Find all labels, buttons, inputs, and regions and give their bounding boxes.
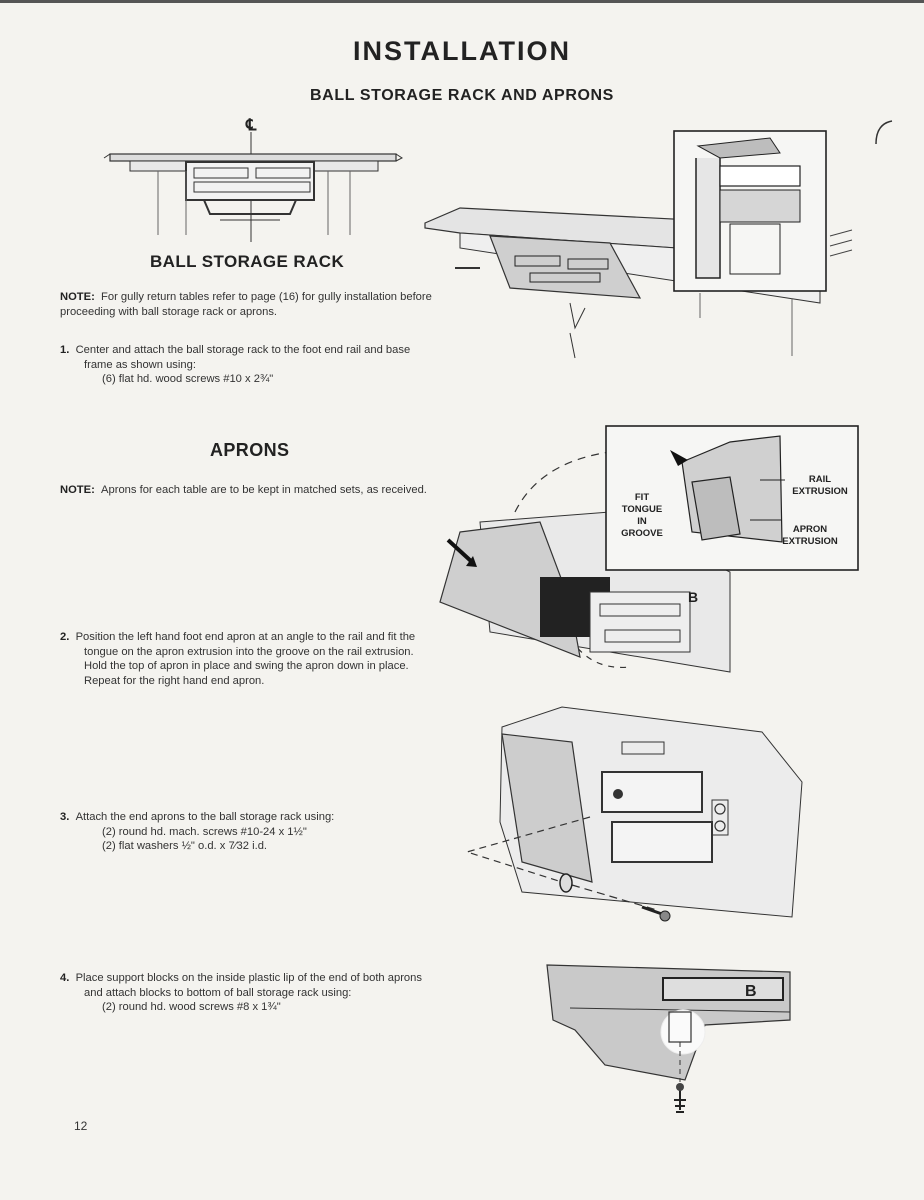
note-text: For gully return tables refer to page (1…	[60, 291, 432, 318]
aprons-note: NOTE: Aprons for each table are to be ke…	[60, 483, 436, 498]
centerline-mark: ℄	[245, 115, 257, 134]
label-fit: FIT	[635, 492, 649, 503]
parts-line: (6) flat hd. wood screws #10 x 2¾"	[102, 373, 274, 385]
ball-storage-heading: BALL STORAGE RACK	[150, 252, 345, 271]
label-groove: GROOVE	[621, 528, 663, 539]
step-text: Place support blocks on the inside plast…	[75, 972, 422, 999]
label-apron-extrusion: EXTRUSION	[782, 536, 838, 547]
step-text: Center and attach the ball storage rack …	[75, 344, 411, 371]
step-4: 4. Place support blocks on the inside pl…	[60, 971, 436, 1015]
rack-attached-figure	[424, 130, 853, 359]
label-tongue: TONGUE	[622, 504, 662, 515]
parts-line: (2) round hd. wood screws #8 x 1¾"	[102, 1001, 281, 1013]
page-number: 12	[74, 1119, 88, 1133]
rack-b-letter: B	[688, 589, 698, 605]
step-number: 1.	[60, 344, 70, 356]
step-text: Position the left hand foot end apron at…	[75, 631, 416, 687]
page-subtitle: BALL STORAGE RACK AND APRONS	[310, 87, 614, 104]
label-apron: APRON	[793, 524, 827, 535]
rack-b-letter-lower: B	[745, 983, 757, 1000]
step-text: Attach the end aprons to the ball storag…	[75, 811, 335, 823]
apron-screw-figure	[464, 706, 803, 922]
parts-line: (2) round hd. mach. screws #10-24 x 1½"	[102, 825, 307, 838]
rack-front-view-figure: ℄	[103, 115, 403, 242]
label-rail: RAIL	[809, 474, 831, 485]
step-1: 1. Center and attach the ball storage ra…	[60, 343, 436, 387]
parts-line: (2) flat washers ½" o.d. x 7⁄32 i.d.	[102, 840, 268, 852]
step-2: 2. Position the left hand foot end apron…	[60, 630, 436, 688]
support-block-figure: B	[546, 964, 791, 1113]
note-label: NOTE:	[60, 291, 95, 303]
step-number: 3.	[60, 811, 70, 823]
step-3: 3. Attach the end aprons to the ball sto…	[60, 810, 436, 854]
step-number: 4.	[60, 972, 70, 984]
note-text: Aprons for each table are to be kept in …	[101, 484, 427, 496]
top-rule	[0, 0, 924, 3]
note-label: NOTE:	[60, 484, 95, 496]
label-in: IN	[637, 516, 647, 527]
step-number: 2.	[60, 631, 70, 643]
label-rail-extrusion: EXTRUSION	[792, 486, 848, 497]
page-title: INSTALLATION	[353, 36, 571, 66]
aprons-heading: APRONS	[210, 440, 290, 460]
apron-tongue-groove-figure: B FIT TONGUE IN GROOVE RAIL EXTRUSION AP…	[439, 425, 859, 673]
ball-storage-note: NOTE: For gully return tables refer to p…	[60, 290, 436, 319]
margin-mark	[875, 120, 893, 145]
